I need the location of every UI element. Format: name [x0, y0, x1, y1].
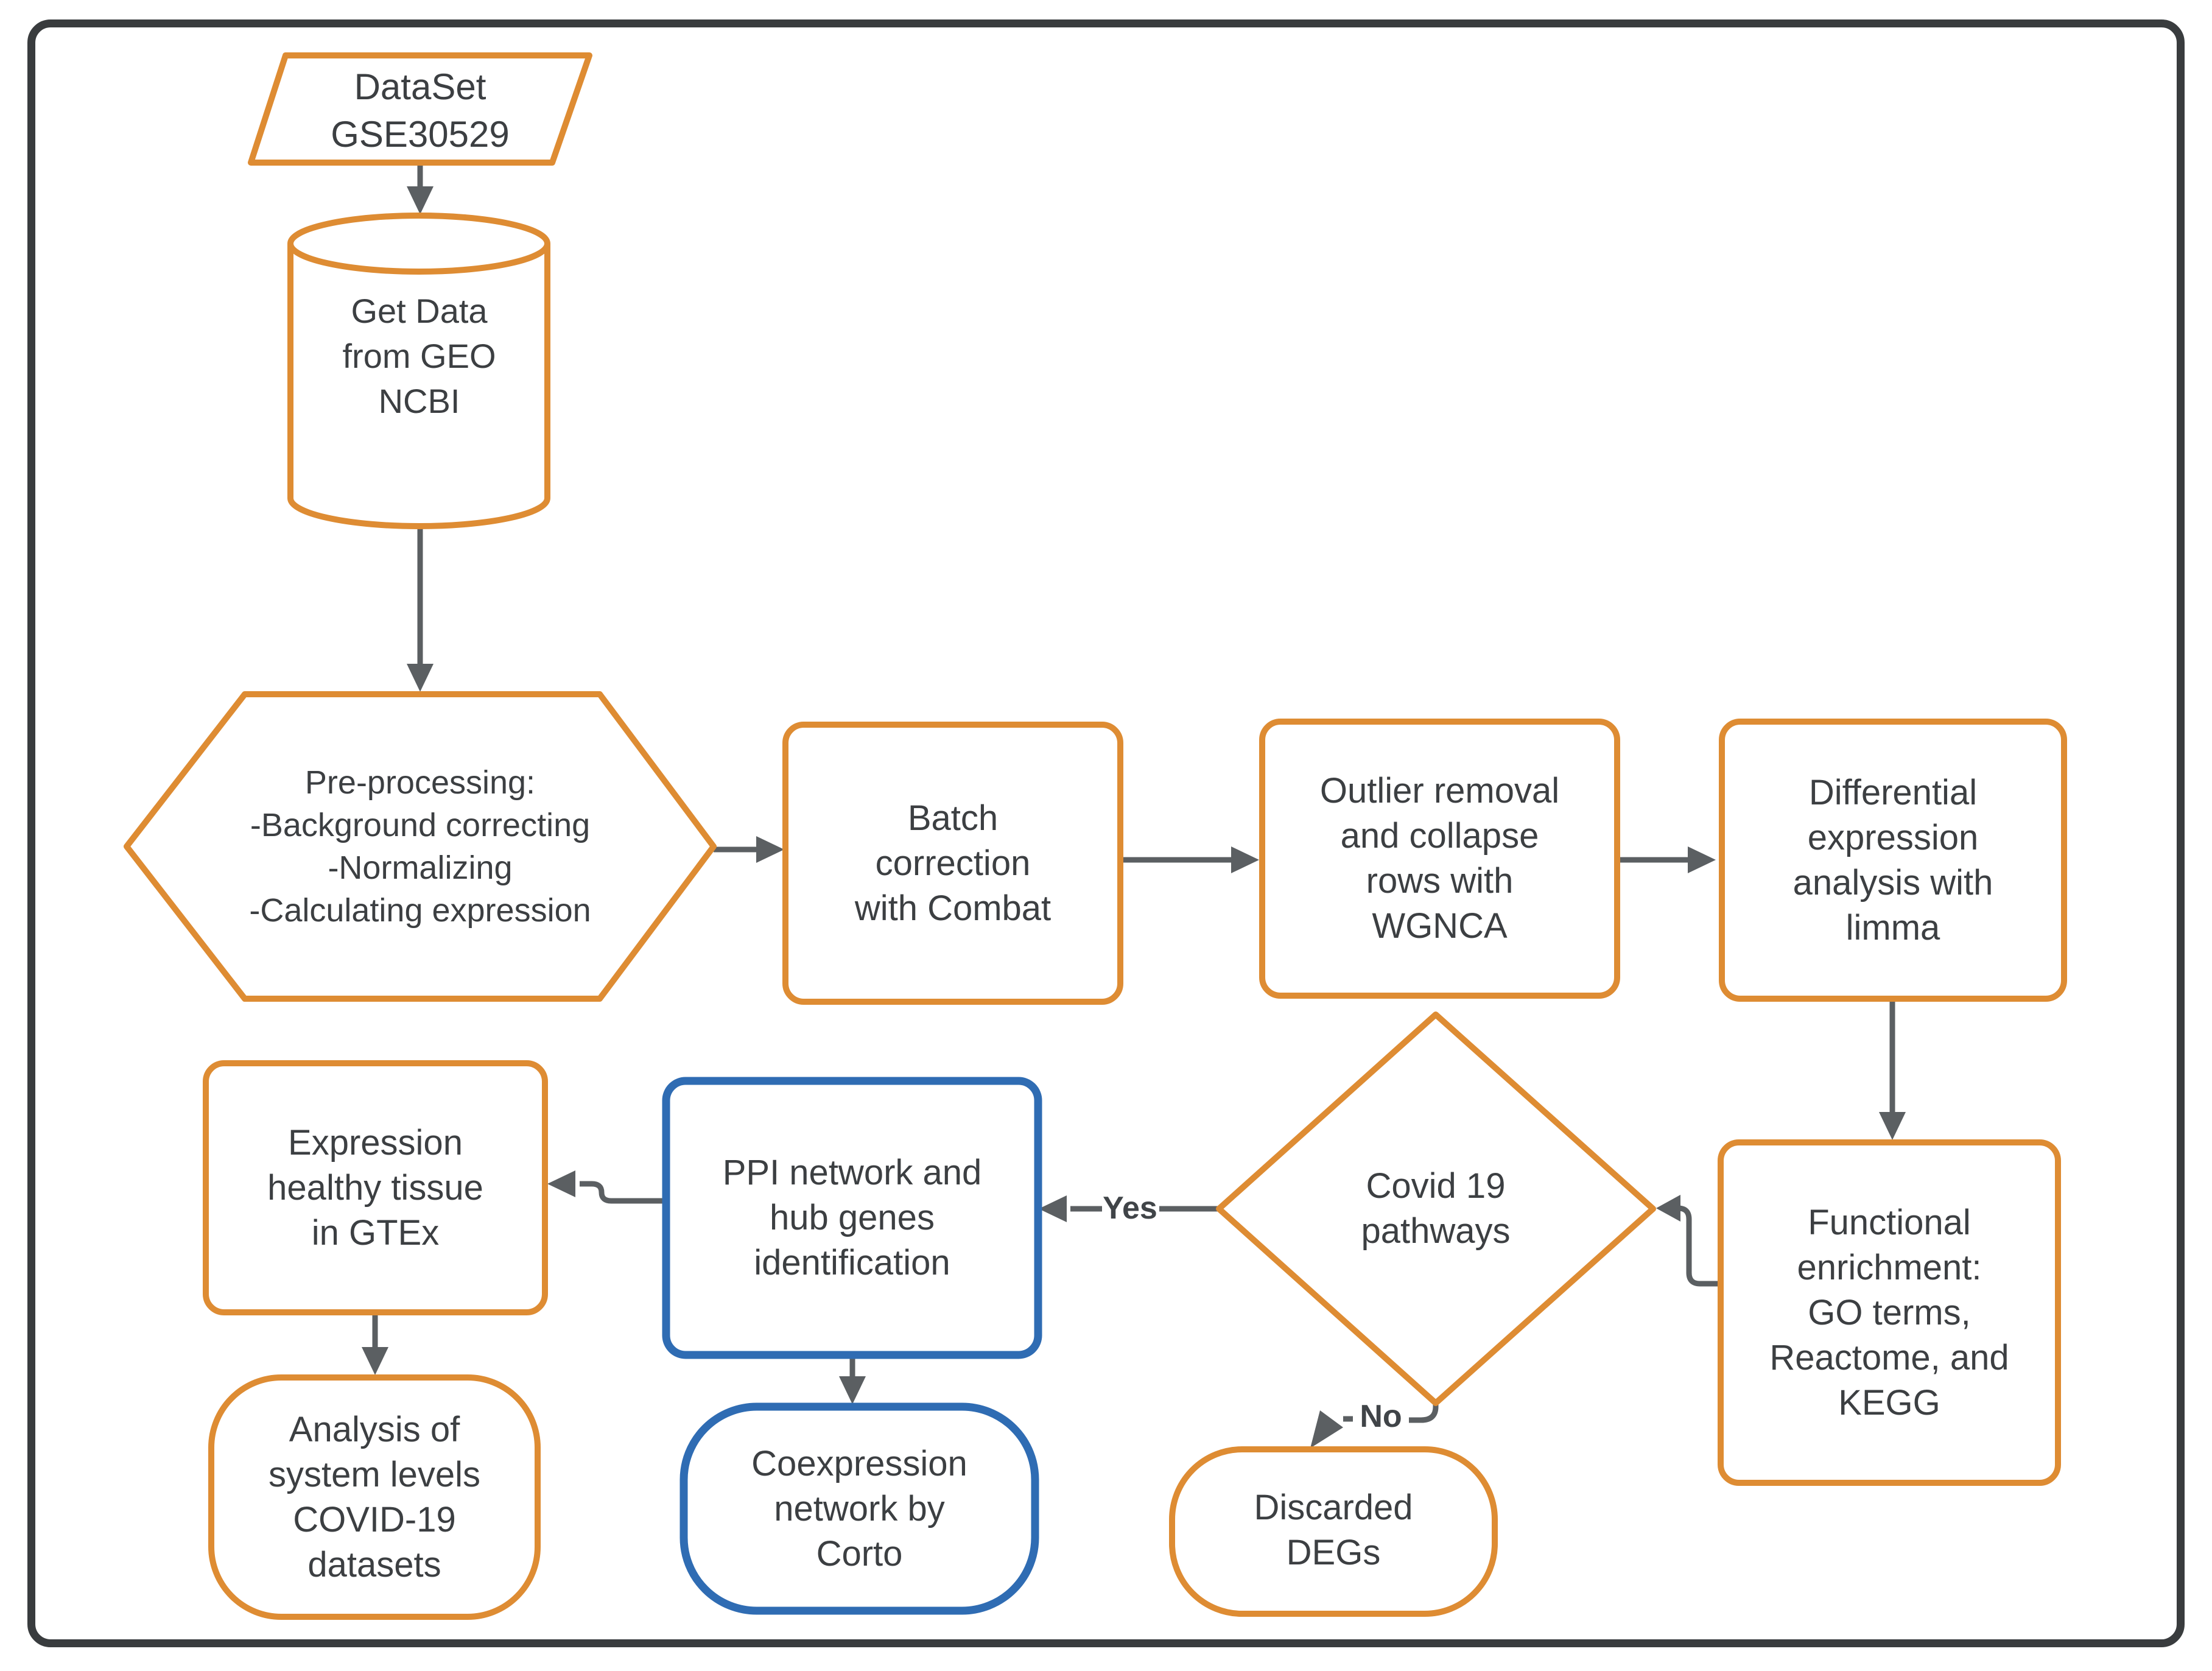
preprocessing-label: Pre-processing: -Background correcting -… — [249, 764, 591, 929]
covid-pathways-label: Covid 19 pathways — [1361, 1166, 1511, 1251]
edge-preprocessing-to-batch — [714, 836, 784, 863]
gtex-expression-label: Expression healthy tissue in GTEx — [267, 1122, 483, 1253]
gtex-expression-shape — [203, 1060, 548, 1315]
edge-gtex-to-systemlevels — [362, 1312, 388, 1375]
dataset-label: DataSet GSE30529 — [331, 66, 510, 155]
edge-batch-to-outlier — [1120, 846, 1259, 873]
preprocessing-hexagon-shape — [124, 691, 717, 1002]
covid-pathways-diamond-shape — [1216, 1011, 1656, 1406]
figure-border-frame — [27, 19, 2185, 1647]
edge-diamond-yes-to-ppi — [1039, 1195, 1220, 1222]
functional-enrichment-shape — [1718, 1139, 2061, 1486]
dataset-parallelogram-shape — [248, 52, 592, 166]
differential-expression-label: Differential expression analysis with li… — [1792, 772, 1993, 948]
edge-limma-to-functional — [1879, 999, 1906, 1140]
outlier-removal-shape — [1259, 719, 1620, 999]
outlier-removal-label: Outlier removal and collapse rows with W… — [1319, 771, 1560, 946]
batch-correction-shape — [782, 722, 1123, 1005]
edge-diamond-no-to-discarded — [1310, 1403, 1439, 1448]
discarded-degs-shape — [1169, 1446, 1498, 1617]
coexpression-shape — [679, 1402, 1039, 1615]
no-edge-label: No — [1360, 1399, 1402, 1434]
system-levels-label: Analysis of system levels COVID-19 datas… — [268, 1409, 481, 1585]
edge-dataset-to-getdata — [407, 163, 434, 214]
yes-edge-label: Yes — [1103, 1191, 1157, 1226]
edge-outlier-to-limma — [1617, 846, 1716, 873]
batch-correction-label: Batch correction with Combat — [854, 798, 1052, 928]
edge-functional-to-diamond — [1656, 1195, 1721, 1287]
edge-ppi-to-gtex — [547, 1170, 667, 1204]
ppi-network-shape — [662, 1077, 1042, 1359]
edge-ppi-to-coexpression — [839, 1355, 866, 1404]
getdata-cylinder-shape — [287, 213, 550, 529]
functional-enrichment-label: Functional enrichment: GO terms, Reactom… — [1769, 1202, 2009, 1423]
edge-getdata-to-preprocessing — [407, 524, 434, 692]
differential-expression-shape — [1719, 719, 2067, 1002]
getdata-label: Get Data from GEO NCBI — [342, 292, 496, 420]
coexpression-label: Coexpression network by Corto — [751, 1443, 967, 1574]
ppi-network-label: PPI network and hub genes identification — [722, 1153, 982, 1282]
system-levels-shape — [208, 1374, 541, 1620]
discarded-degs-label: Discarded DEGs — [1254, 1487, 1413, 1572]
